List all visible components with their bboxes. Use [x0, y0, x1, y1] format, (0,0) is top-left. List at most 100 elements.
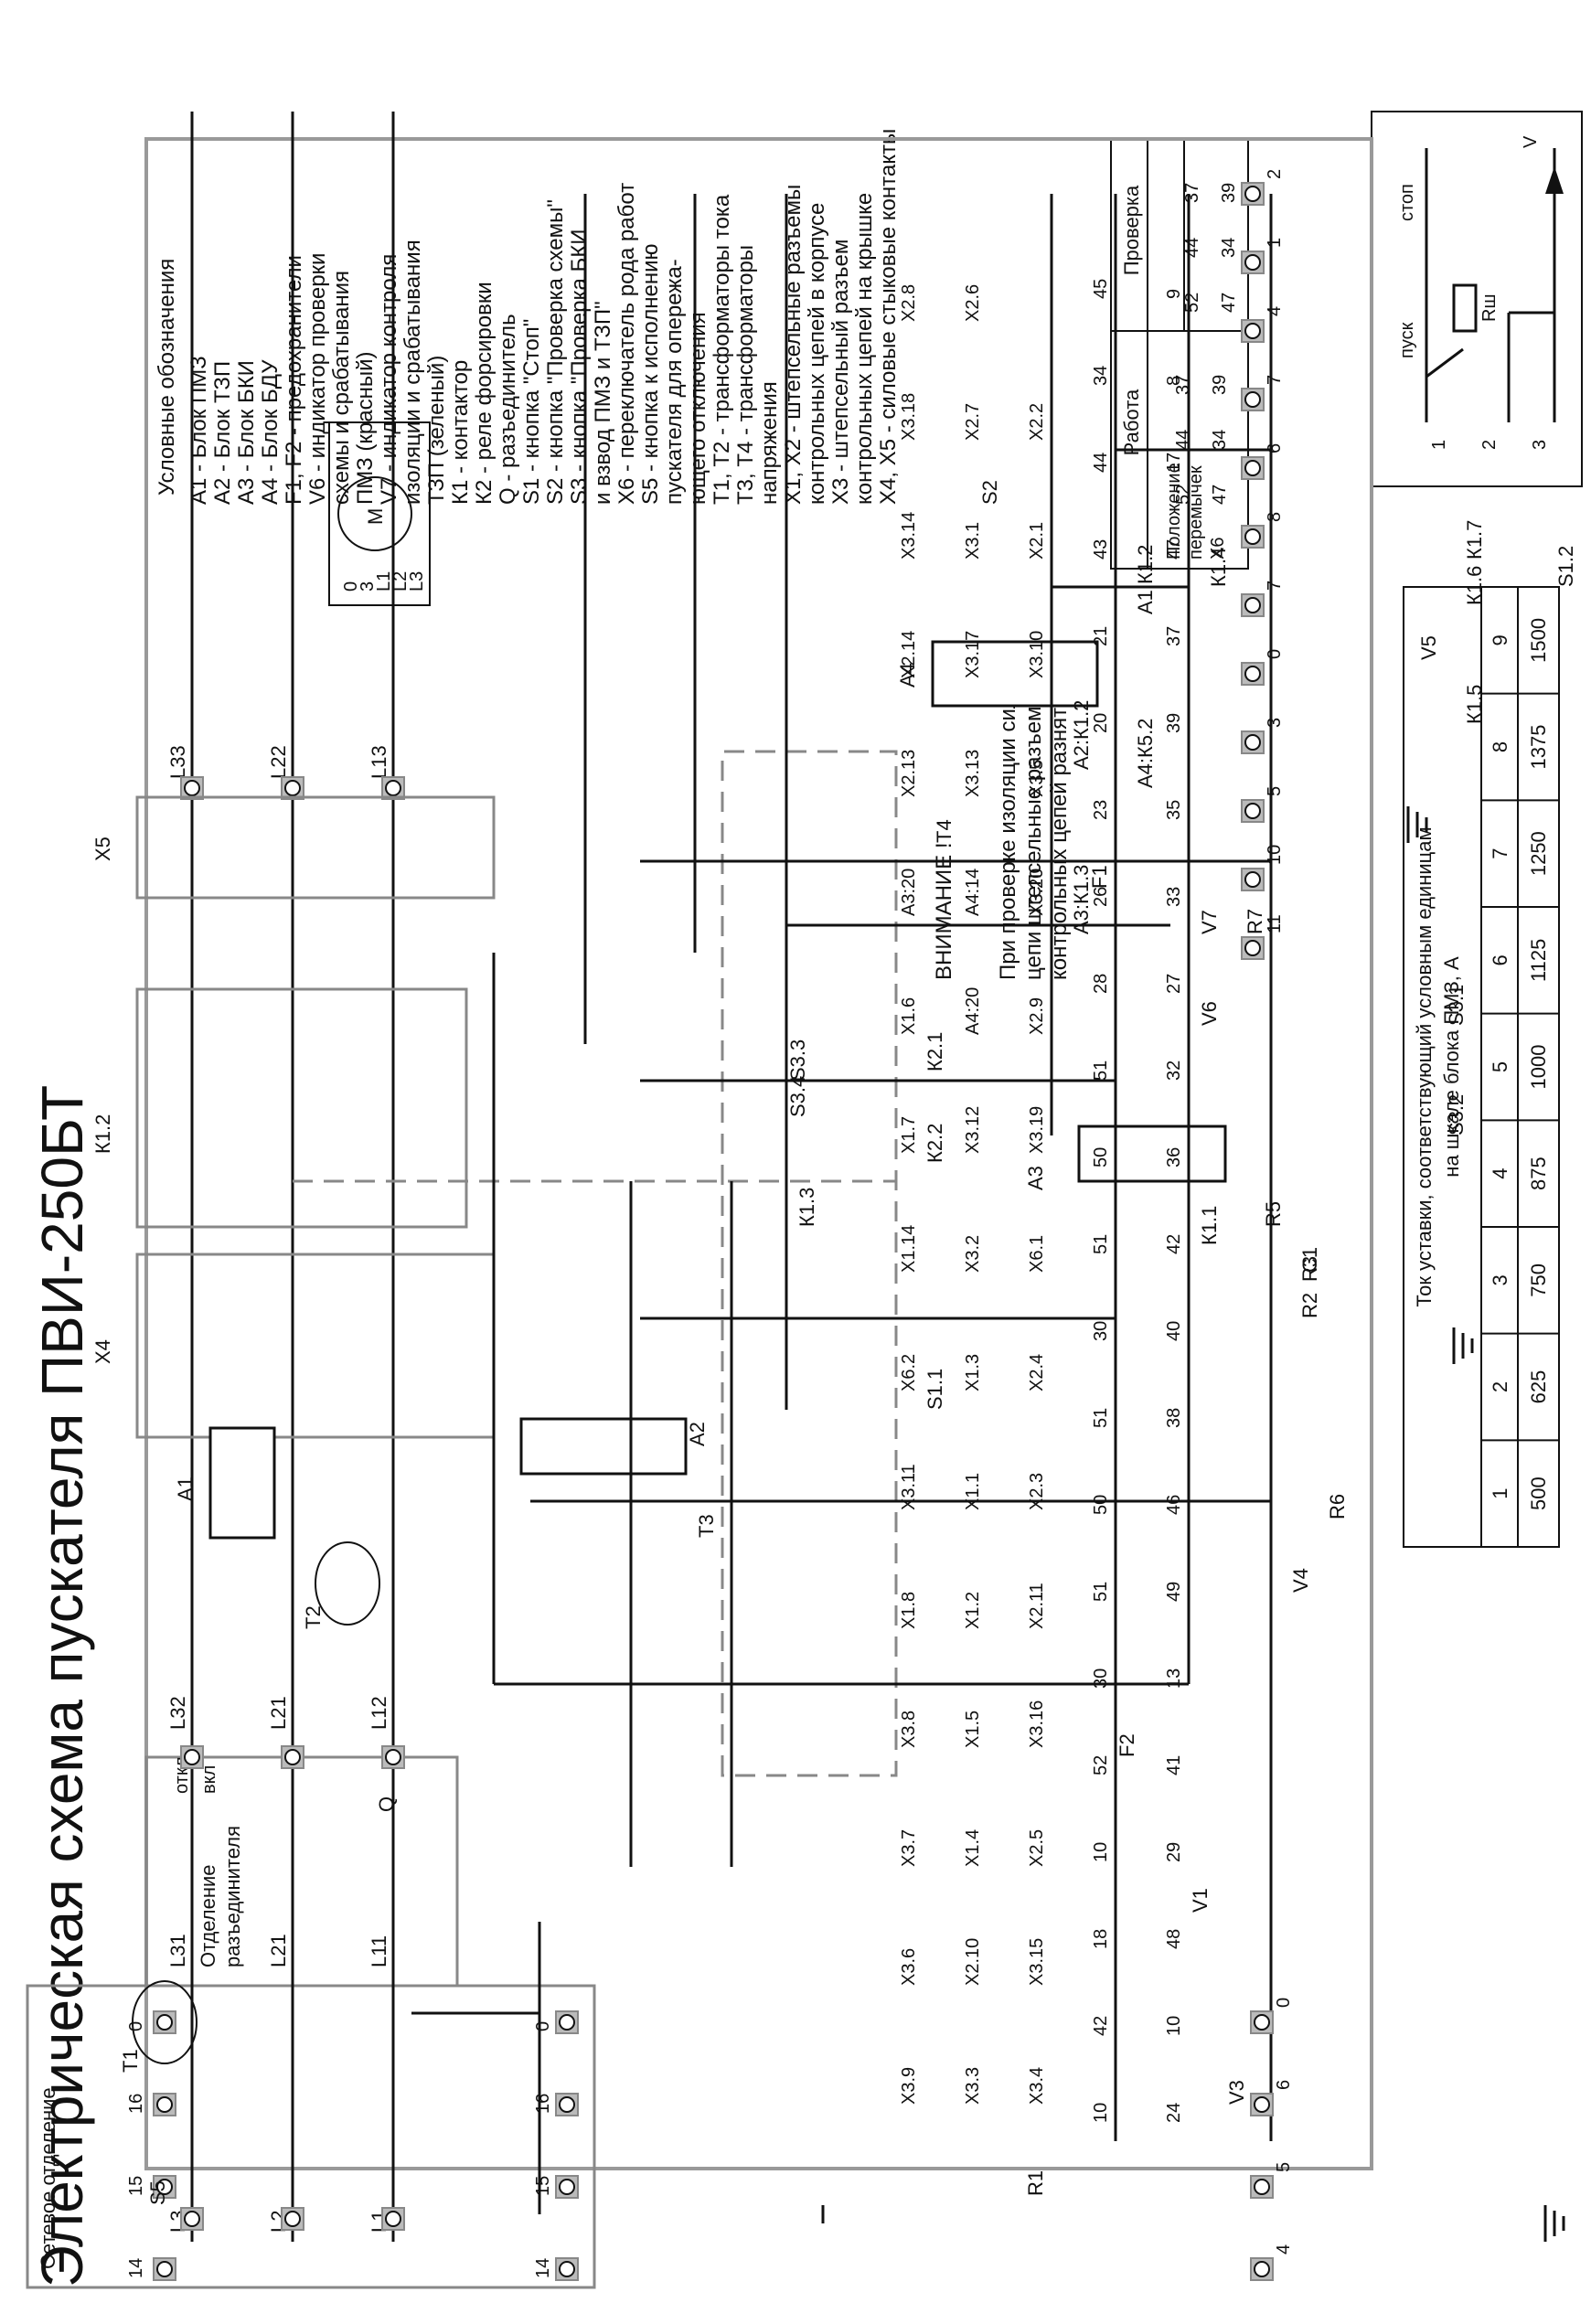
component-label-a1k12: А1:К1.2 [1134, 545, 1157, 614]
connector-label: Х3.1 [963, 522, 983, 560]
connector-label: Х3.15 [1027, 1938, 1047, 1986]
connector-label: Х3.17 [963, 631, 983, 678]
connector-label: Х2.13 [899, 750, 919, 797]
main-enclosure [144, 137, 1373, 2170]
unit-cell: 5 [1489, 1061, 1511, 1072]
ground-icon [1543, 2205, 1565, 2242]
wire-number: 30 [1091, 1321, 1111, 1341]
x5-block [135, 795, 496, 900]
legend-item: А3 - Блок БКИ [234, 360, 259, 505]
component-label-k16: К1.6 [1463, 566, 1486, 605]
connector-label: Х2.5 [1027, 1829, 1047, 1867]
connector-label: Х2.11 [1027, 1583, 1047, 1629]
legend-item: V7 - индикатор контроля [377, 254, 401, 505]
connector-label: А4:20 [963, 987, 983, 1035]
connector-label: Х3.19 [1027, 1106, 1047, 1154]
terminal-screw [1244, 871, 1261, 888]
component-label-r1: R1 [1024, 2170, 1047, 2196]
terminal-screw [385, 1749, 401, 1765]
connector-label: Х1.8 [899, 1592, 919, 1629]
connector-label: Х3.8 [899, 1711, 919, 1748]
terminal-screw [284, 2211, 301, 2227]
phase-out-label: L22 [267, 745, 290, 779]
component-label-a3k13: А3:К1.3 [1070, 865, 1093, 934]
wire-number: 43 [1091, 539, 1111, 560]
connector-label: Х2.8 [899, 284, 919, 322]
terminal-screw [156, 2014, 173, 2031]
left-term2-label: 0 [533, 2021, 553, 2031]
connector-label: Х2.3 [1027, 1473, 1047, 1510]
connector-label: Х2.7 [963, 403, 983, 441]
left-term2-label: 16 [533, 2094, 553, 2114]
component-label-s31: S3.1 [1445, 985, 1468, 1026]
remote-term: 3 [1530, 440, 1550, 450]
jumper-term: 44 [1182, 238, 1202, 258]
block-a1 [208, 1426, 276, 1540]
component-label-k17: К1.7 [1463, 520, 1486, 560]
remote-term: 2 [1479, 440, 1500, 450]
legend-item: V6 - индикатор проверки [305, 253, 330, 505]
connector-label: Х1.1 [963, 1473, 983, 1510]
current-table-caption-line: на шкале блока ПМЗ, А [1440, 956, 1463, 1178]
k12-block [135, 987, 468, 1229]
wire-number: 47 [1164, 539, 1184, 560]
component-label-k15: К1.5 [1463, 685, 1486, 724]
right-term-label: 2 [1265, 169, 1285, 179]
ct-t1: Т1 [119, 1980, 198, 2073]
connector-label: Х3.7 [899, 1829, 919, 1867]
wire-number: 17 [1164, 453, 1184, 473]
terminal-screw [1244, 803, 1261, 819]
right-term-label: 10 [1265, 845, 1285, 865]
current-table-caption: Ток уставки, соответствующий условным ед… [1413, 826, 1463, 1306]
wire-number: 39 [1164, 713, 1184, 733]
right-term-label: 0 [1265, 649, 1285, 659]
connector-label: Х1.4 [963, 1829, 983, 1867]
ct-t2: Т2 [302, 1541, 380, 1629]
diode-label: V [1521, 135, 1541, 148]
terminal-screw [1244, 940, 1261, 956]
legend-item: К2 - реле форсировки [472, 282, 497, 505]
wire-number: 30 [1091, 1668, 1111, 1689]
connector-label: Х1.2 [963, 1592, 983, 1629]
left-term-label: 14 [126, 2258, 146, 2278]
wire-number: 51 [1091, 1408, 1111, 1428]
connector-label: Х2.14 [899, 631, 919, 678]
wire-number: 28 [1091, 974, 1111, 994]
unit-cell: 8 [1489, 741, 1511, 752]
jumper-term: 47 [1219, 293, 1239, 313]
wire-number-labels: 1042181052305150513051505128262320214344… [1091, 279, 1184, 2123]
terminal-screw [1254, 2014, 1270, 2031]
phase-out-label: L33 [166, 745, 189, 779]
connector-label: Х1.6 [899, 997, 919, 1035]
wire-number: 23 [1091, 800, 1111, 820]
component-label-s2: S2 [978, 480, 1001, 505]
legend-item: ющего отключения [686, 312, 710, 505]
legend-item: Х4, Х5 - силовые стыковые контакты [876, 129, 901, 505]
component-label-s11: S1.1 [924, 1369, 946, 1410]
terminal-screw [184, 780, 200, 796]
phase-mid-label: L31 [166, 1934, 189, 1967]
jumper-term: 47 [1210, 485, 1230, 505]
component-label-k14: К1.4 [1207, 548, 1230, 587]
current-table: Ток уставки, соответствующий условным ед… [1403, 586, 1560, 1548]
jumper-term: 44 [1173, 430, 1193, 450]
motor-term: L2 [390, 571, 411, 592]
phase-mid-label: L11 [368, 1935, 390, 1967]
legend-item: схемы и срабатывания [329, 271, 354, 505]
legend-item: напряжения [757, 381, 782, 505]
legend-item: Х1, Х2 - штепсельные разъемы [781, 185, 806, 505]
wire-number: 10 [1091, 1842, 1111, 1862]
terminal-screw [1244, 323, 1261, 339]
svg-text:Т2: Т2 [302, 1605, 325, 1629]
wire-number: 26 [1091, 887, 1111, 907]
legend-item: А1 - Блок ПМЗ [187, 356, 211, 505]
current-cell: 500 [1527, 1476, 1550, 1510]
ground-icon-2 [1406, 806, 1428, 843]
